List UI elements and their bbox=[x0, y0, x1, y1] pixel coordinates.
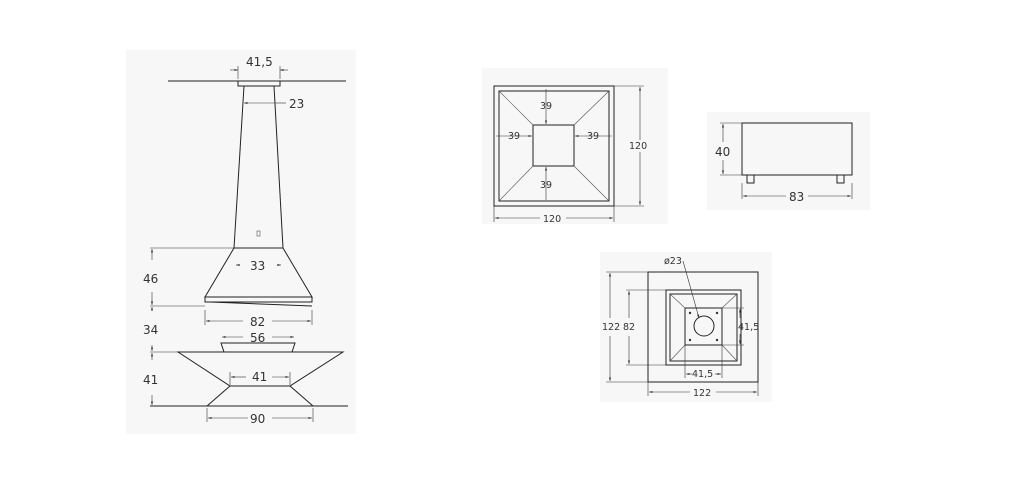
bolt-hole bbox=[688, 311, 692, 315]
bolt-hole bbox=[715, 338, 719, 342]
dim-bowl-inner: 41 bbox=[252, 370, 267, 384]
flue-left-edge bbox=[233, 85, 245, 249]
flue-damper-mark bbox=[256, 230, 261, 237]
front-view-background bbox=[126, 50, 356, 434]
base-inner-square bbox=[665, 289, 742, 366]
plan-inset-bottom: 39 bbox=[540, 180, 552, 191]
bolt-hole bbox=[688, 338, 692, 342]
base-plate-height: 41,5 bbox=[738, 322, 759, 333]
base-plate bbox=[684, 307, 723, 346]
plan-width: 120 bbox=[543, 214, 561, 225]
plan-inset-left: 39 bbox=[508, 131, 520, 142]
plan-outer-square bbox=[493, 85, 615, 207]
dim-top-width: 41,5 bbox=[246, 55, 273, 69]
side-width: 83 bbox=[789, 190, 804, 204]
flue-right-edge bbox=[273, 85, 284, 249]
dim-hood-base: 82 bbox=[250, 315, 265, 329]
dim-hood-neck: 33 bbox=[250, 259, 265, 273]
side-foot-left bbox=[746, 174, 755, 184]
hood-rim bbox=[204, 296, 313, 303]
dim-bowl-height: 41 bbox=[143, 373, 158, 387]
side-view: 40 83 bbox=[707, 112, 870, 210]
dim-base-width: 90 bbox=[250, 412, 265, 426]
base-plan: ø23 122 82 41,5 41,5 122 bbox=[600, 252, 772, 402]
bolt-hole bbox=[715, 311, 719, 315]
base-inner-height: 82 bbox=[623, 322, 635, 333]
base-plate-width: 41,5 bbox=[692, 369, 713, 380]
side-foot-right bbox=[836, 174, 845, 184]
plan-inset-right: 39 bbox=[587, 131, 599, 142]
flue-hole bbox=[693, 315, 715, 337]
base-outer-width: 122 bbox=[693, 388, 711, 399]
base-outer-height: 122 bbox=[602, 322, 620, 333]
side-height: 40 bbox=[715, 145, 730, 159]
base-outer-square bbox=[647, 271, 759, 383]
base-diameter: ø23 bbox=[664, 256, 682, 267]
front-view: 41,5 23 33 82 56 41 90 bbox=[126, 50, 356, 434]
dim-flue-width: 23 bbox=[289, 97, 304, 111]
plan-view: 39 39 39 39 120 120 bbox=[482, 68, 668, 225]
dim-bowl-rim: 56 bbox=[250, 331, 265, 345]
plan-height: 120 bbox=[629, 141, 647, 152]
plan-inner-square bbox=[532, 124, 575, 167]
dim-hood-height: 46 bbox=[143, 272, 158, 286]
dim-gap-height: 34 bbox=[143, 323, 158, 337]
plan-inset-top: 39 bbox=[540, 101, 552, 112]
